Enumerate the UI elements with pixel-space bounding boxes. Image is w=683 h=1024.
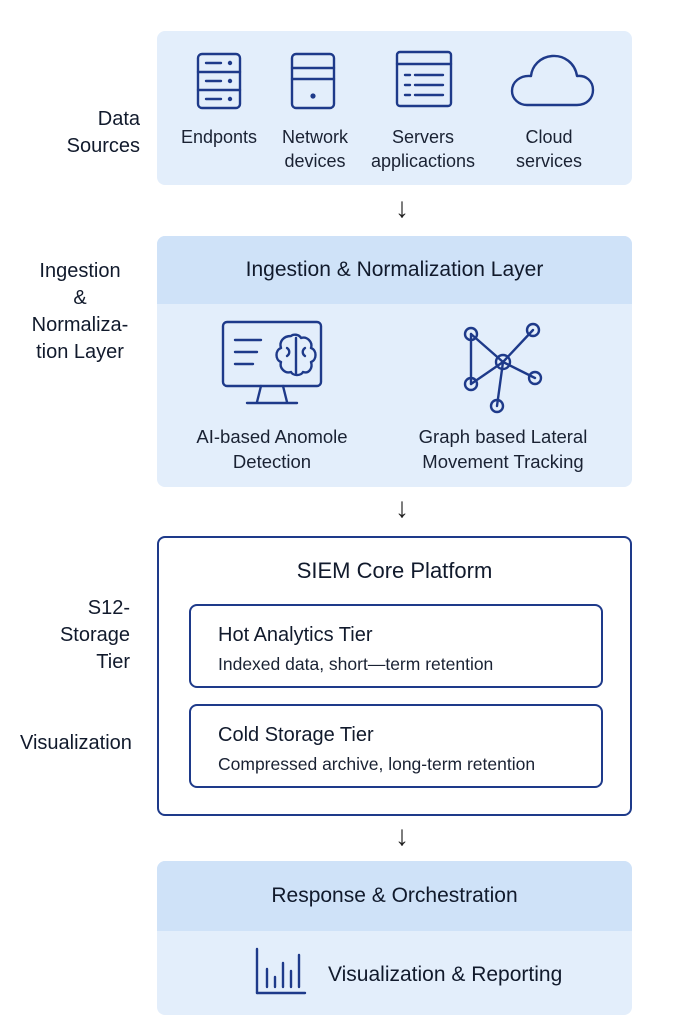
feature-label: Detection <box>232 451 312 472</box>
viz-reporting-label: Visualization & Reporting <box>328 963 563 986</box>
server-rack-icon <box>196 52 242 110</box>
side-label-data-sources: Data Sources <box>56 106 140 160</box>
bar-chart-icon <box>255 947 307 995</box>
ingestion-panel: Ingestion & Normalization Layer AI-based… <box>157 236 632 487</box>
feature-graph-tracking: Graph based Lateral Movement Tracking <box>393 424 613 474</box>
source-item-network: Network devices <box>263 125 367 173</box>
data-sources-panel: Endponts Network devices Servers applica… <box>157 31 632 185</box>
cloud-icon <box>510 54 595 107</box>
side-label-line: Storage <box>59 624 130 646</box>
hot-tier-description: Indexed data, short—term retention <box>218 654 494 674</box>
side-label-storage: S12- Storage Tier <box>40 595 130 676</box>
side-label-visualization: Visualization <box>20 732 132 754</box>
source-label: Network <box>281 127 348 147</box>
hot-tier-card: Hot Analytics Tier Indexed data, short—t… <box>189 604 603 688</box>
source-label: Cloud <box>525 127 573 147</box>
siem-core-panel: SIEM Core Platform Hot Analytics Tier In… <box>157 536 632 816</box>
cold-tier-title: Cold Storage Tier <box>218 724 374 746</box>
network-device-icon <box>290 52 336 110</box>
flow-arrow: ↓ <box>395 192 409 223</box>
feature-ai-detection: AI-based Anomole Detection <box>167 424 377 474</box>
side-label-line: S12- <box>87 597 130 619</box>
source-item-cloud: Cloud services <box>497 125 601 173</box>
feature-label: AI-based Anomole <box>196 426 348 447</box>
side-label-line: tion Layer <box>36 341 124 363</box>
feature-label: Movement Tracking <box>422 451 584 472</box>
hot-tier-title: Hot Analytics Tier <box>218 624 373 646</box>
cold-tier-description: Compressed archive, long-term retention <box>218 754 536 774</box>
side-label-line: Ingestion <box>39 260 121 282</box>
ingestion-panel-header: Ingestion & Normalization Layer <box>157 236 632 304</box>
response-panel: Response & Orchestration Visualization &… <box>157 861 632 1015</box>
graph-network-icon <box>463 322 543 414</box>
ai-monitor-icon <box>221 320 323 405</box>
ingestion-title: Ingestion & Normalization Layer <box>245 258 544 281</box>
siem-title: SIEM Core Platform <box>296 558 493 583</box>
source-label: applicactions <box>370 151 476 171</box>
side-label-line: Tier <box>96 651 130 673</box>
response-title: Response & Orchestration <box>271 884 518 907</box>
cold-tier-card: Cold Storage Tier Compressed archive, lo… <box>189 704 603 788</box>
side-label-line: Data <box>97 108 140 130</box>
source-label: services <box>515 151 582 171</box>
source-label: devices <box>284 151 346 171</box>
feature-label: Graph based Lateral <box>418 426 588 447</box>
response-panel-header: Response & Orchestration <box>157 861 632 931</box>
source-item-servers: Servers applicactions <box>361 125 485 173</box>
side-label-line: Normaliza- <box>31 314 129 336</box>
source-item-endpoints: Endponts <box>167 125 271 149</box>
side-label-line: Sources <box>66 135 140 157</box>
source-label: Servers <box>391 127 454 147</box>
side-label-line: & <box>73 287 87 309</box>
flow-arrow: ↓ <box>395 492 409 523</box>
server-window-icon <box>395 50 453 108</box>
side-label-ingestion: Ingestion & Normaliza- tion Layer <box>20 258 140 366</box>
source-label: Endponts <box>180 127 258 147</box>
flow-arrow: ↓ <box>395 820 409 851</box>
